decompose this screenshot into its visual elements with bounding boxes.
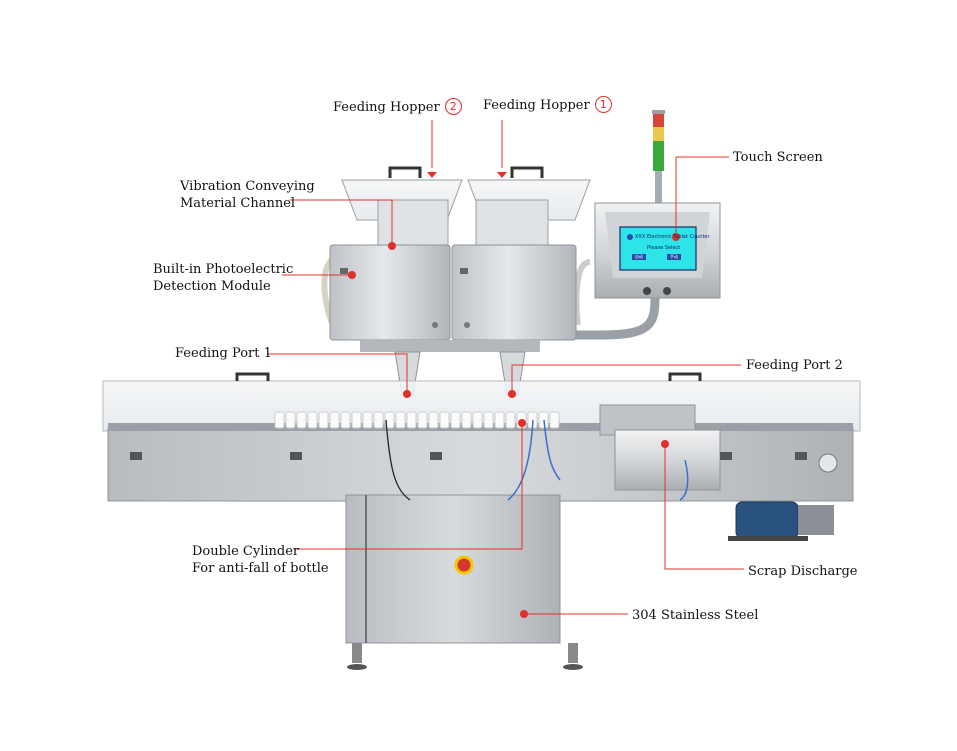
- detection-module-housing: [329, 244, 577, 352]
- screen-subtitle: Please Select: [647, 245, 681, 251]
- label-stainless-steel: 304 Stainless Steel: [632, 608, 759, 623]
- label-feeding-hopper-2: Feeding Hopper 2: [333, 98, 462, 116]
- bottle: [417, 411, 428, 429]
- bottle-row: [274, 411, 560, 429]
- label-line: Detection Module: [153, 279, 271, 294]
- conveyor: [102, 372, 861, 502]
- label-vibration-channel: Vibration Conveying Material Channel: [180, 178, 315, 212]
- bottle: [483, 411, 494, 429]
- bottle: [329, 411, 340, 429]
- label-touch-screen: Touch Screen: [733, 150, 823, 165]
- bottle: [395, 411, 406, 429]
- label-line: Vibration Conveying: [180, 179, 315, 194]
- label-line: Material Channel: [180, 196, 296, 211]
- label-feeding-port-1: Feeding Port 1: [175, 346, 272, 361]
- bottle: [494, 411, 505, 429]
- label-text: Feeding Hopper: [483, 98, 590, 113]
- motor: [728, 501, 834, 541]
- bottle: [373, 411, 384, 429]
- label-line: Double Cylinder: [192, 544, 300, 559]
- label-line: For anti-fall of bottle: [192, 561, 329, 576]
- bottle: [538, 411, 549, 429]
- bottle: [318, 411, 329, 429]
- label-feeding-port-2: Feeding Port 2: [746, 358, 843, 373]
- screen-title: XXX Electronic Tablet Counter: [635, 234, 710, 240]
- label-double-cylinder: Double Cylinder For anti-fall of bottle: [192, 543, 329, 577]
- label-scrap-discharge: Scrap Discharge: [748, 564, 858, 579]
- callout-lines: [268, 120, 744, 615]
- bottle: [362, 411, 373, 429]
- label-text: Feeding Hopper: [333, 100, 440, 115]
- hopper-number-1-icon: 1: [594, 96, 612, 113]
- stainless-cabinet: [345, 494, 583, 670]
- label-line: Built-in Photoelectric: [153, 262, 294, 277]
- feeding-hopper-1-shape: [467, 166, 591, 246]
- bottle: [450, 411, 461, 429]
- screen-button-right[interactable]: 手动: [667, 254, 681, 260]
- bottle: [406, 411, 417, 429]
- hopper-number-2-icon: 2: [444, 98, 462, 115]
- touch-screen-housing: [594, 202, 721, 299]
- screen-button-left[interactable]: 自动: [632, 254, 646, 260]
- callout-dots: [348, 172, 680, 618]
- bottle: [428, 411, 439, 429]
- bottle: [439, 411, 450, 429]
- bottle: [472, 411, 483, 429]
- bottle: [307, 411, 318, 429]
- bottle: [549, 411, 560, 429]
- signal-tower: [652, 110, 665, 203]
- bottle: [461, 411, 472, 429]
- bottle: [296, 411, 307, 429]
- bottle: [340, 411, 351, 429]
- bottle: [384, 411, 395, 429]
- label-photoelectric-module: Built-in Photoelectric Detection Module: [153, 261, 293, 295]
- bottle: [351, 411, 362, 429]
- bottle: [285, 411, 296, 429]
- feeding-hopper-2-shape: [341, 166, 463, 246]
- label-feeding-hopper-1: Feeding Hopper 1: [483, 96, 612, 114]
- bottle: [274, 411, 285, 429]
- bottle: [505, 411, 516, 429]
